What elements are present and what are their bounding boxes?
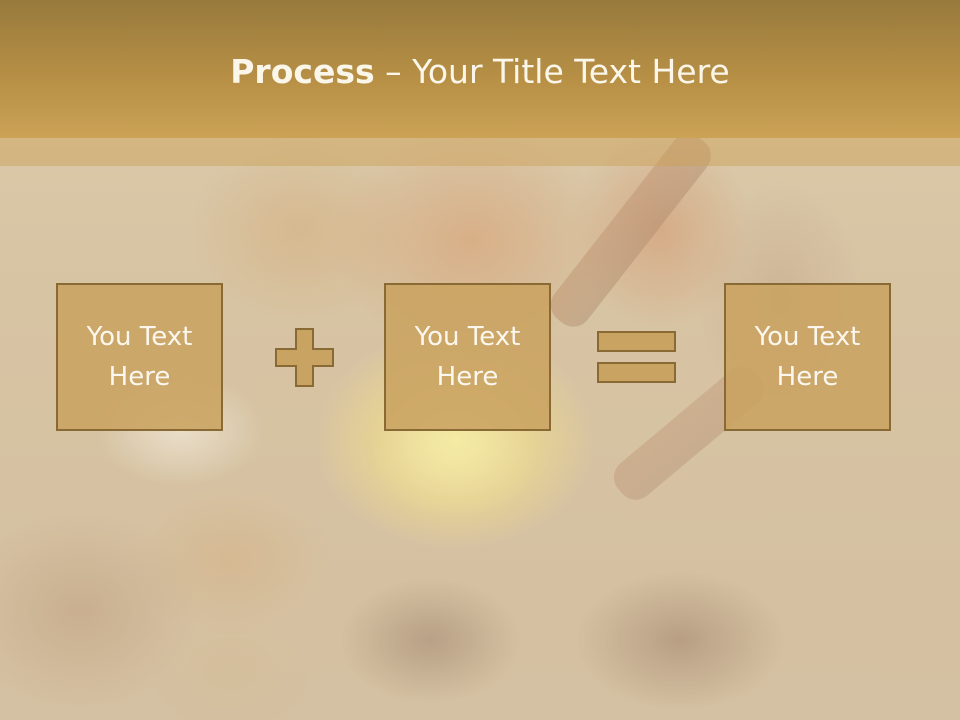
process-box-2[interactable]: You Text Here: [384, 283, 551, 431]
title-bar: Process – Your Title Text Here: [0, 0, 960, 138]
plus-icon: [275, 328, 334, 387]
title-bold: Process: [230, 52, 375, 91]
process-box-1[interactable]: You Text Here: [56, 283, 223, 431]
slide-title[interactable]: Process – Your Title Text Here: [0, 52, 960, 91]
process-box-3-text: You Text Here: [754, 322, 861, 392]
process-box-2-text: You Text Here: [414, 322, 521, 392]
equals-icon: [597, 331, 676, 383]
process-box-3[interactable]: You Text Here: [724, 283, 891, 431]
process-box-1-text: You Text Here: [86, 322, 193, 392]
title-rest: – Your Title Text Here: [374, 52, 730, 91]
header-band: [0, 138, 960, 166]
